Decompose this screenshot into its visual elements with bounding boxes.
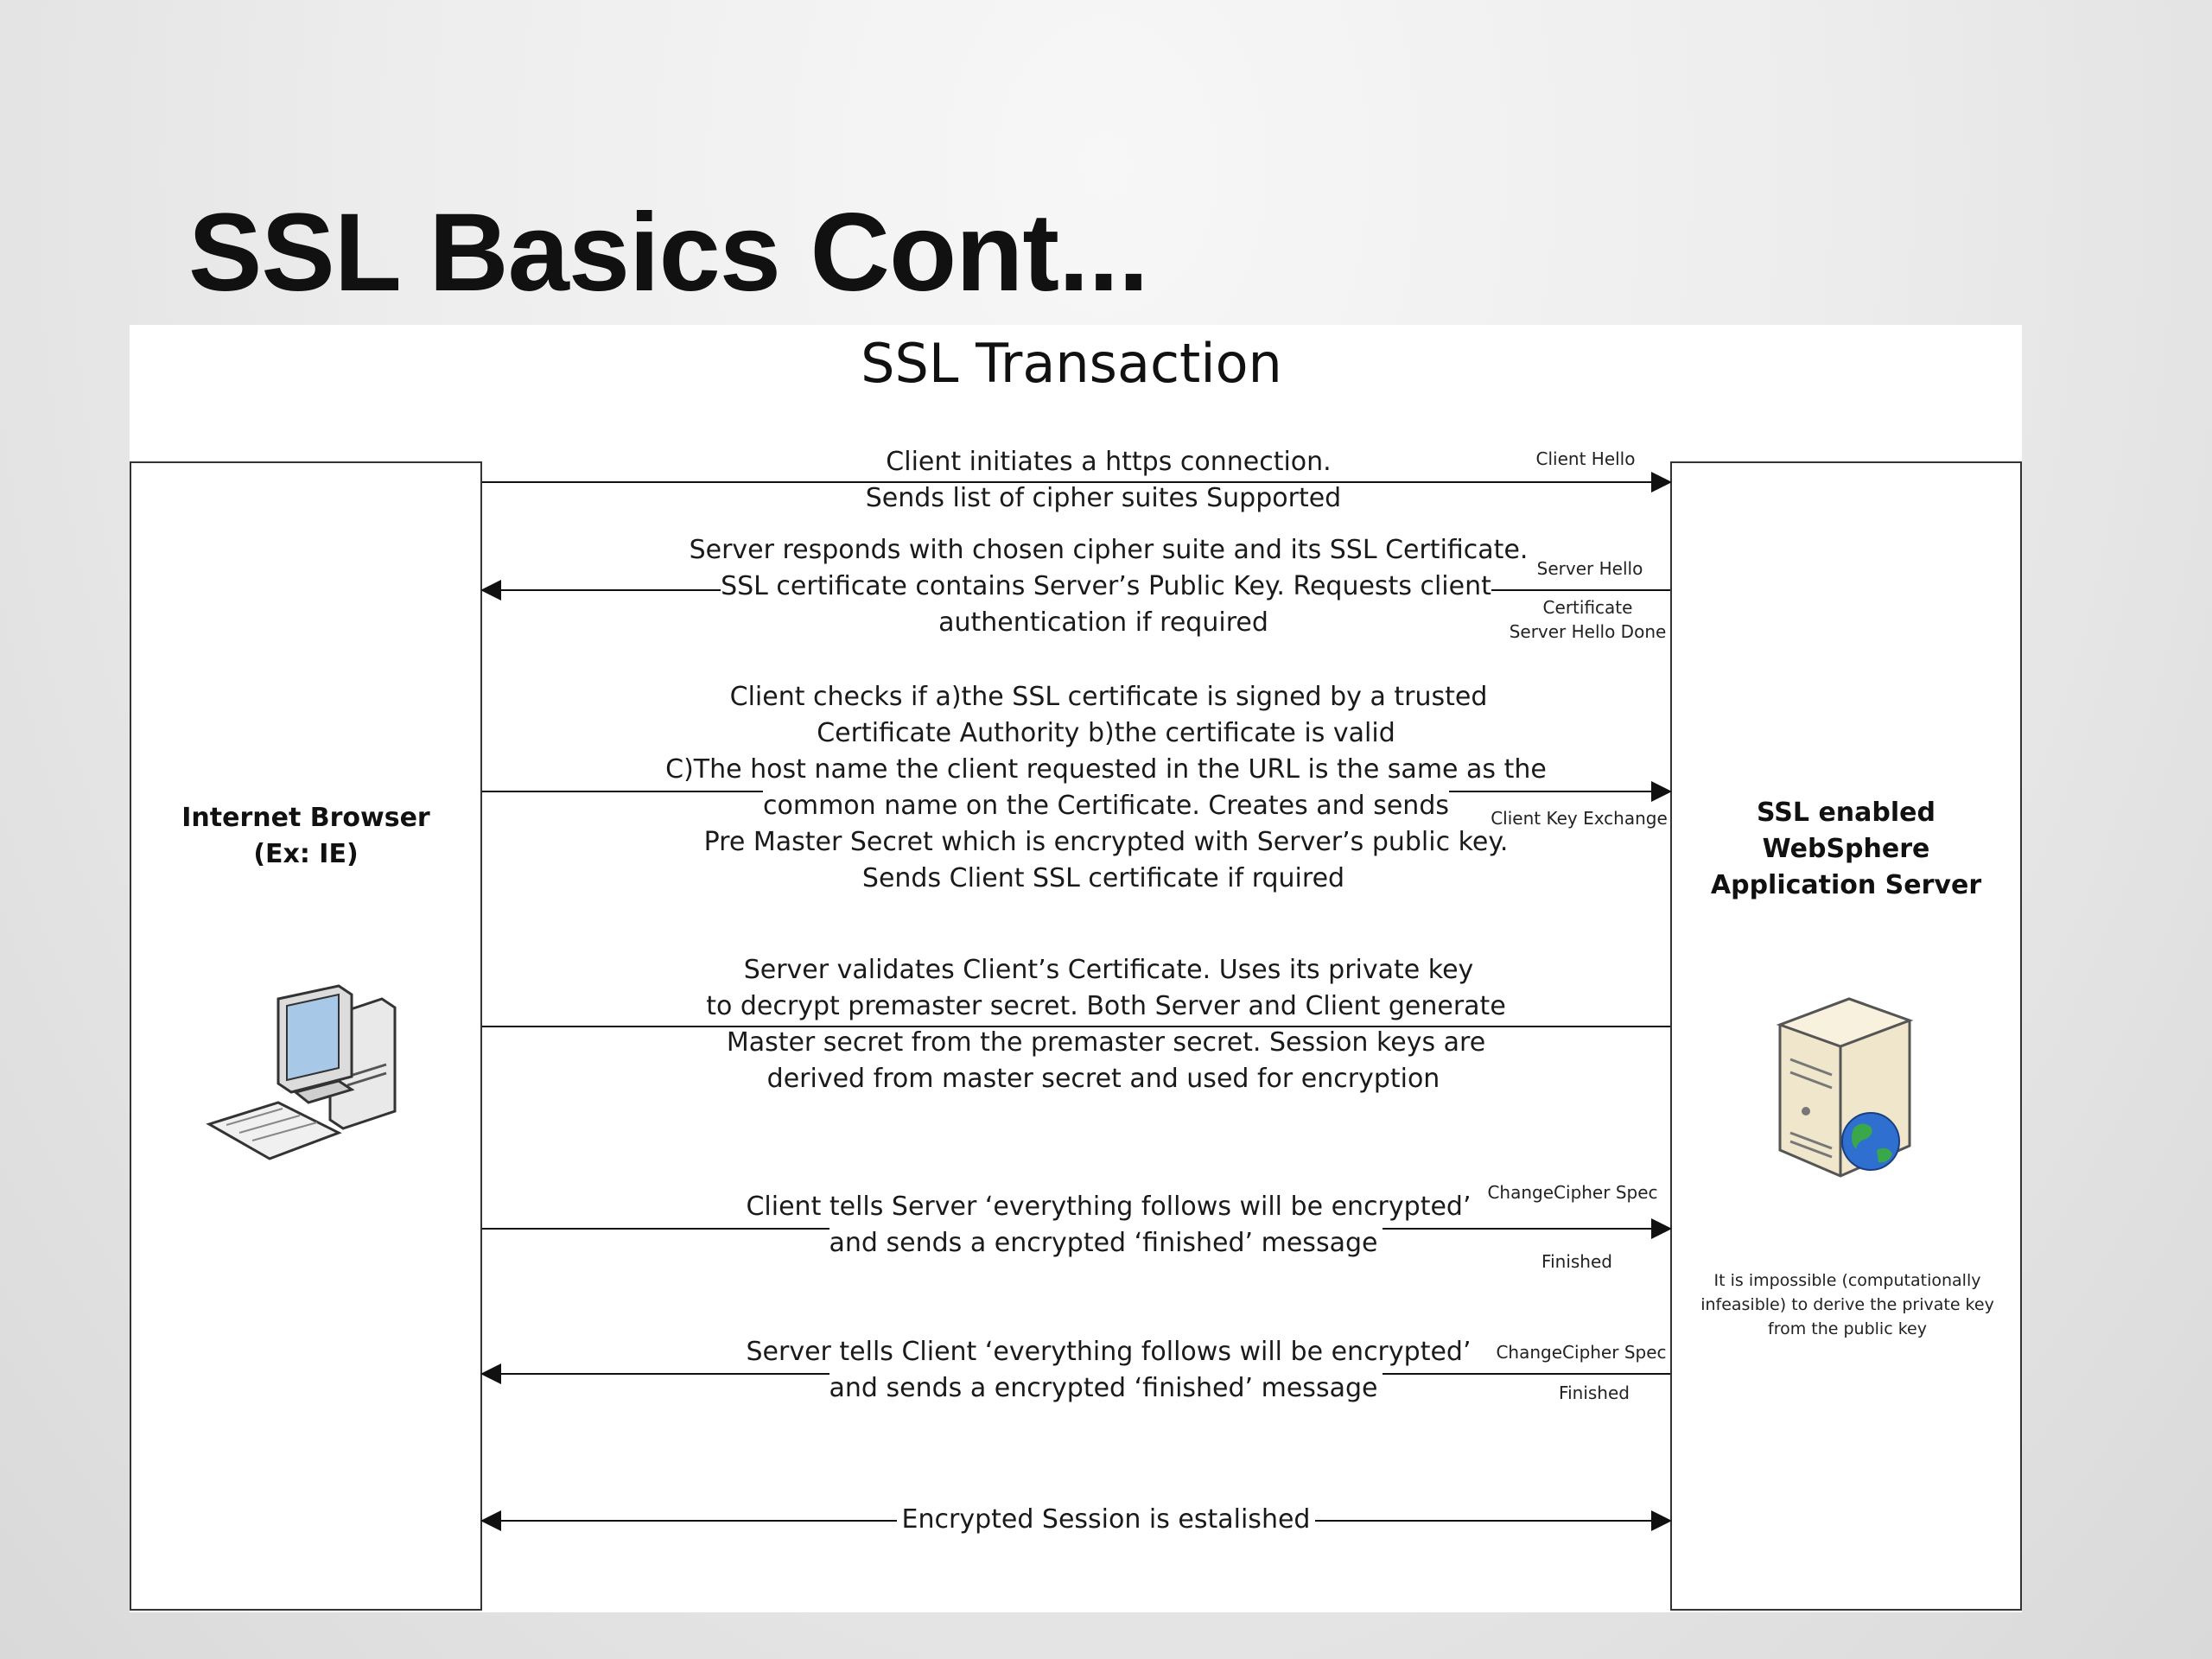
server-note: It is impossible (computationally infeas… bbox=[1700, 1271, 1994, 1338]
slide-title: SSL Basics Cont... bbox=[188, 191, 1149, 315]
message-client-finished: Client tells Server ‘everything follows … bbox=[613, 1189, 1599, 1262]
tag-server-hello: Server Hello bbox=[1536, 558, 1643, 579]
tag-finished-server: Finished bbox=[1559, 1382, 1630, 1403]
server-label: SSL enabled WebSphere Application Server bbox=[1710, 798, 1982, 900]
client-panel: Internet Browser (Ex: IE) bbox=[130, 461, 482, 1611]
tag-client-key-exchange: Client Key Exchange bbox=[1491, 808, 1668, 829]
message-encrypted-session: Encrypted Session is estalished bbox=[613, 1502, 1599, 1538]
tag-finished-client: Finished bbox=[1541, 1251, 1612, 1272]
message-server-hello: Server responds with chosen cipher suite… bbox=[613, 532, 1599, 641]
message-client-key-exchange: Client checks if a)the SSL certificate i… bbox=[665, 682, 1547, 893]
diagram-title: SSL Transaction bbox=[861, 332, 1282, 395]
client-label: Internet Browser (Ex: IE) bbox=[181, 803, 430, 869]
tag-change-cipher-spec-server: ChangeCipher Spec bbox=[1496, 1342, 1667, 1363]
desktop-computer-icon bbox=[206, 984, 397, 1160]
server-panel: SSL enabled WebSphere Application Server… bbox=[1670, 461, 2022, 1611]
ssl-transaction-diagram: SSL Transaction Internet Browser (Ex: IE… bbox=[130, 325, 2022, 1612]
message-server-validates: Server validates Client’s Certificate. U… bbox=[706, 955, 1506, 1094]
tag-certificate: Certificate Server Hello Done bbox=[1509, 597, 1667, 642]
message-server-finished: Server tells Client ‘everything follows … bbox=[613, 1334, 1599, 1407]
server-globe-icon bbox=[1776, 997, 1914, 1178]
tag-change-cipher-spec-client: ChangeCipher Spec bbox=[1487, 1182, 1658, 1203]
message-client-hello: Client initiates a https connection. Sen… bbox=[613, 444, 1599, 517]
tag-client-hello: Client Hello bbox=[1535, 448, 1636, 469]
